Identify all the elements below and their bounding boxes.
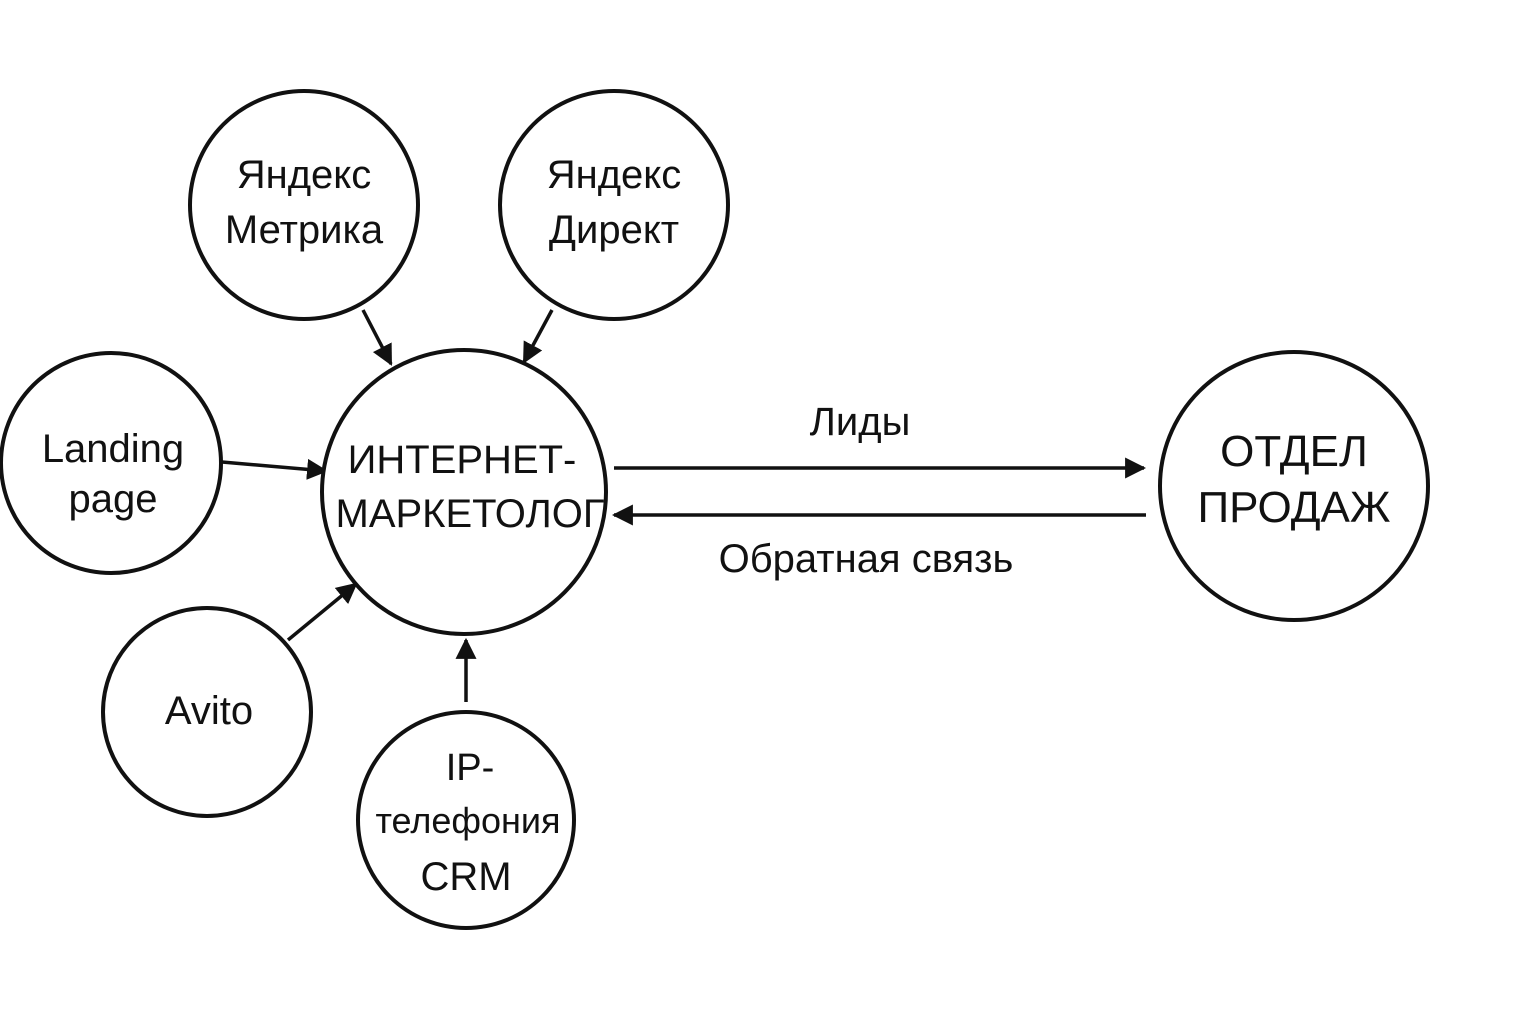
node-yandex-metrika-line-1: Яндекс	[237, 153, 372, 197]
node-avito: Avito	[101, 606, 313, 818]
node-internet-marketer: ИНТЕРНЕТ- МАРКЕТОЛОГ	[320, 348, 608, 636]
node-internet-marketer-line-1: ИНТЕРНЕТ-	[348, 438, 577, 482]
node-yandex-direct-line-1: Яндекс	[547, 153, 682, 197]
node-yandex-metrika: Яндекс Метрика	[188, 89, 420, 321]
node-landing-page-line-2: page	[69, 477, 158, 521]
node-internet-marketer-line-2: МАРКЕТОЛОГ	[336, 492, 605, 536]
node-landing-page: Landing page	[0, 351, 223, 575]
edge-direct-to-marketer	[522, 309, 554, 364]
edge-label-feedback: Обратная связь	[719, 537, 1014, 581]
node-yandex-direct-line-2: Директ	[549, 208, 679, 252]
edge-avito-to-marketer	[286, 582, 358, 642]
node-ip-telephony-crm: IP- телефония CRM	[356, 710, 576, 930]
node-avito-label: Avito	[165, 689, 253, 733]
node-sales-department-line-2: ПРОДАЖ	[1197, 483, 1390, 532]
node-ip-telephony-line-1: IP-	[446, 747, 495, 789]
node-sales-department-line-1: ОТДЕЛ	[1220, 427, 1368, 476]
node-sales-department: ОТДЕЛ ПРОДАЖ	[1158, 350, 1430, 622]
node-ip-telephony-line-3: CRM	[420, 855, 511, 899]
node-yandex-metrika-line-2: Метрика	[225, 208, 384, 252]
edge-landing-to-marketer	[221, 458, 329, 480]
edge-label-leads: Лиды	[810, 400, 911, 444]
node-yandex-direct: Яндекс Директ	[498, 89, 730, 321]
edge-metrika-to-marketer	[361, 309, 393, 366]
node-ip-telephony-line-2: телефония	[375, 800, 560, 841]
node-landing-page-line-1: Landing	[42, 427, 184, 471]
